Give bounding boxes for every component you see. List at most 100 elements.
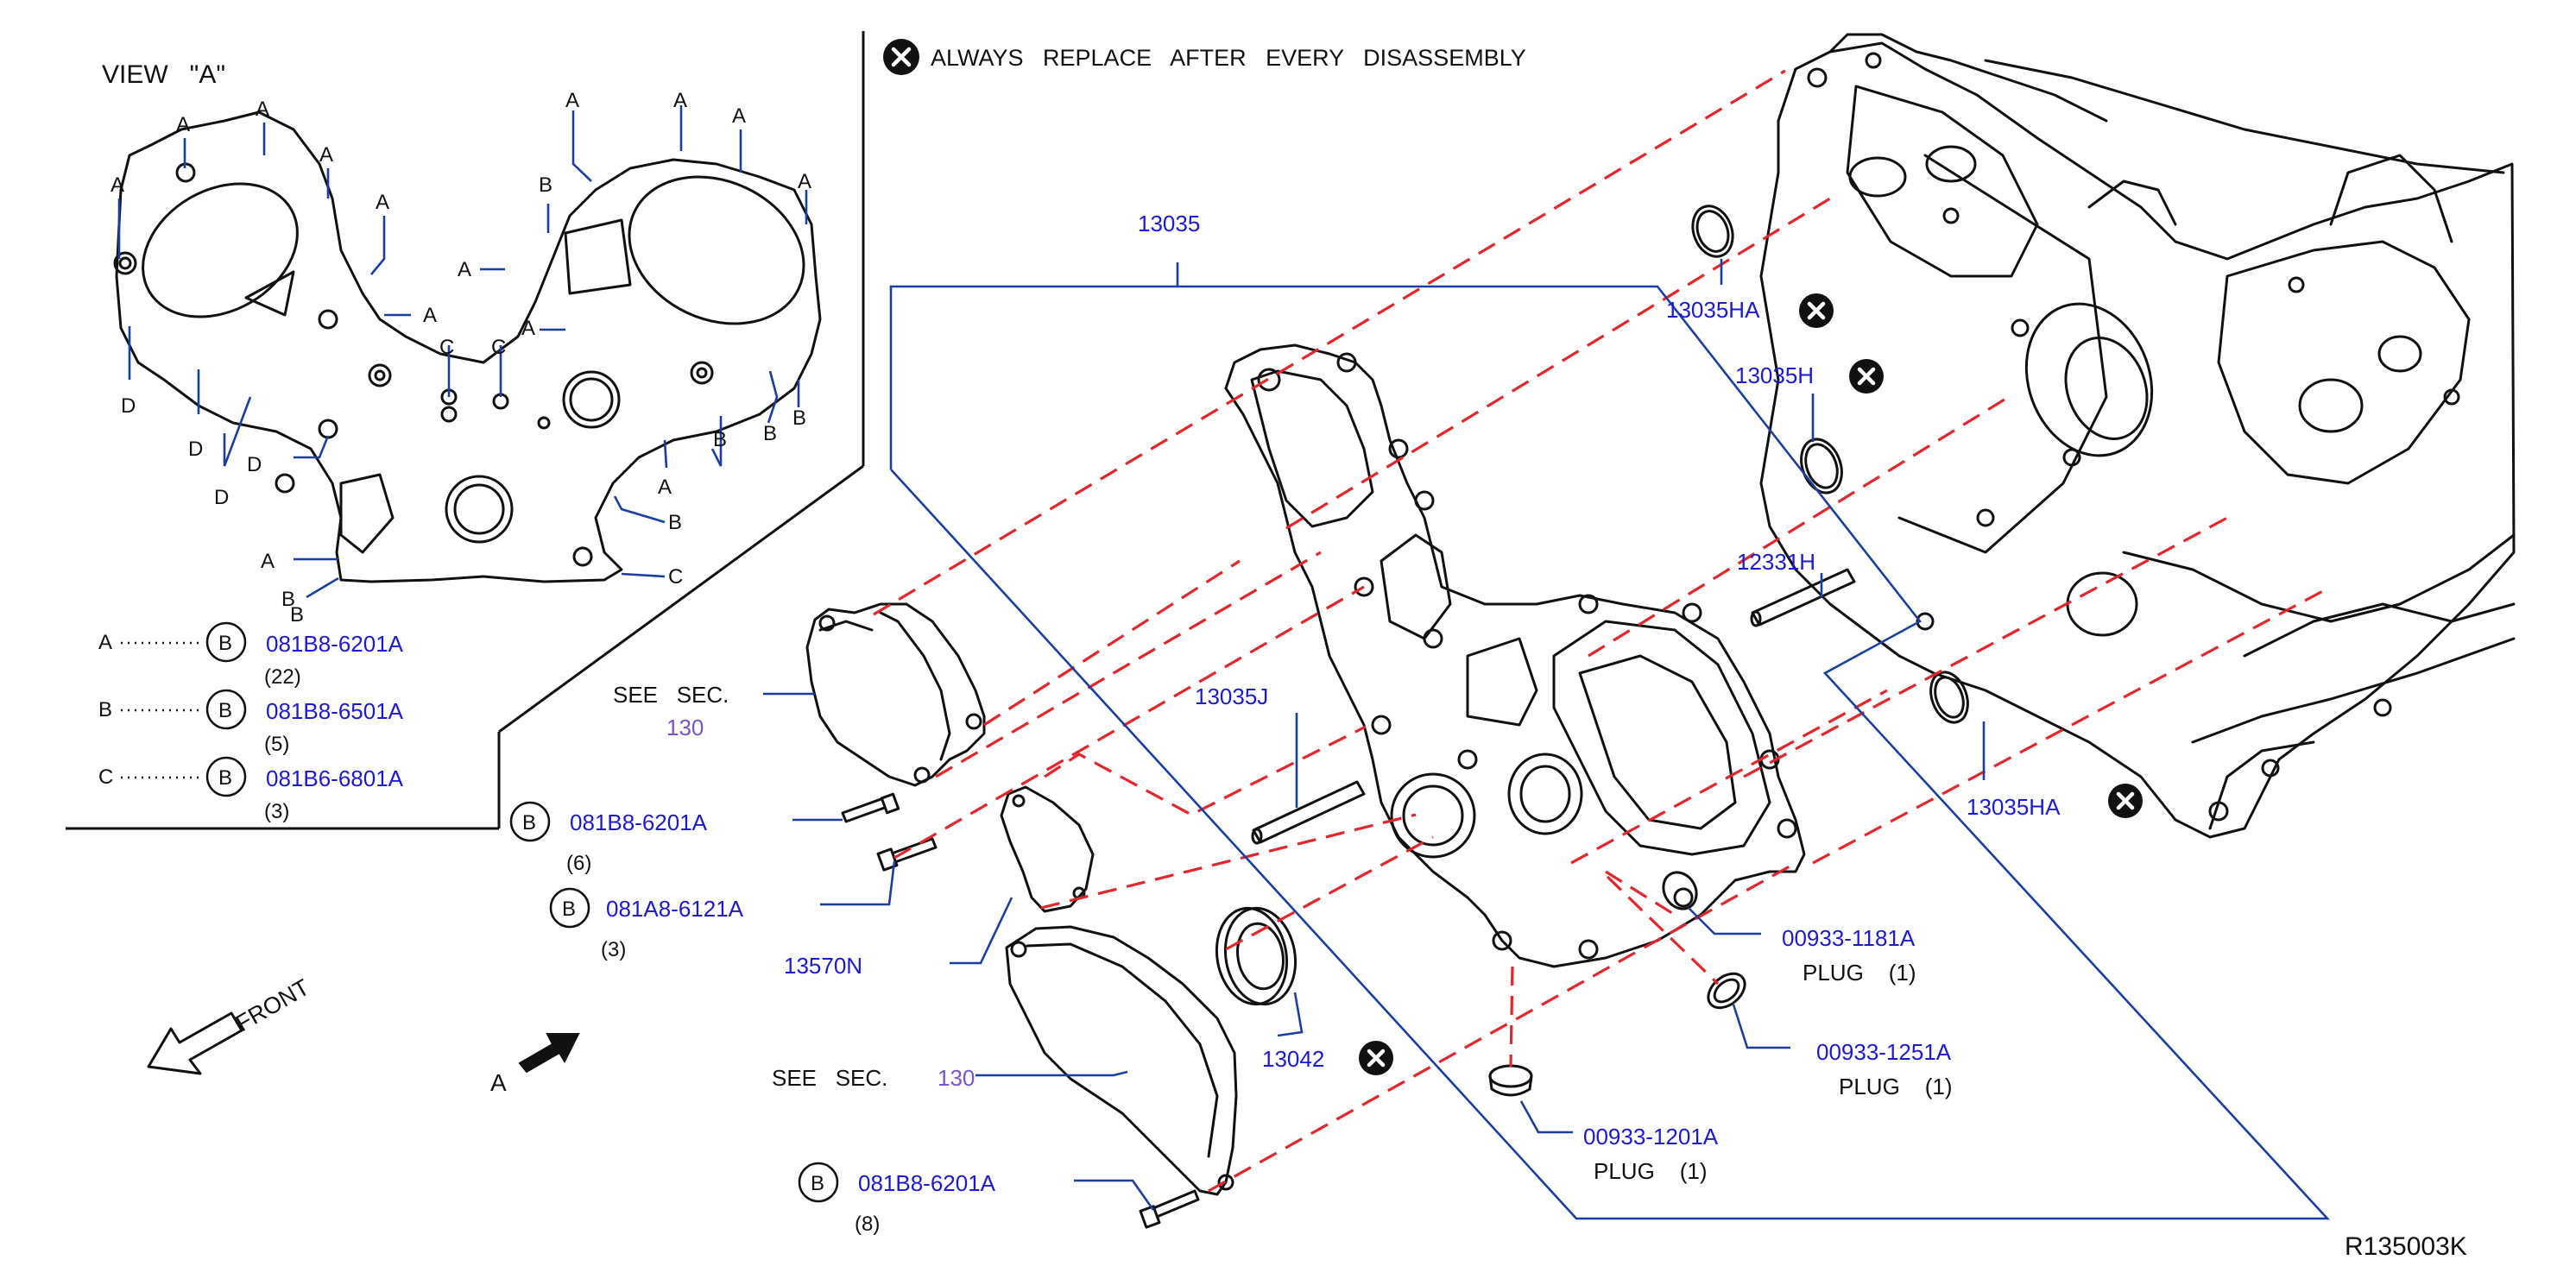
view-a-letter: A bbox=[458, 258, 471, 281]
view-a-key: A B 081B8-6201A (22) B B 081B8-6501A (5)… bbox=[98, 621, 404, 823]
lower-chain-cover bbox=[1005, 925, 1238, 1196]
dowel-13035J bbox=[1251, 780, 1366, 845]
view-a-letter: A bbox=[110, 173, 124, 197]
view-a-letter: A bbox=[376, 191, 389, 214]
front-label: FRONT bbox=[231, 974, 314, 1036]
bolt-part-number: 081B8-6201A bbox=[858, 1170, 996, 1196]
view-a-letter: B bbox=[763, 422, 777, 445]
see-sec-label-lower: SEE SEC. bbox=[772, 1065, 887, 1091]
diagram-code: R135003K bbox=[2345, 1232, 2467, 1261]
view-a-letter: C bbox=[668, 565, 683, 589]
view-a-frame bbox=[66, 31, 865, 830]
view-a-letter: B bbox=[713, 428, 727, 451]
callout-13042: 13042 bbox=[1262, 1046, 1324, 1072]
view-a-cover-outline bbox=[113, 110, 822, 583]
section-ref-upper: 130 bbox=[666, 715, 704, 740]
bolt-part-number: 081A8-6121A bbox=[606, 896, 744, 922]
bolt-callout-2: B 081A8-6121A (3) bbox=[549, 887, 744, 961]
bolt-081B8-6201A-8 bbox=[1139, 1189, 1200, 1229]
callout-plug-1251A: 00933-1251A bbox=[1816, 1039, 1952, 1065]
bolt-081B8-6201A-6 bbox=[841, 792, 900, 823]
see-sec-label-upper: SEE SEC. bbox=[613, 682, 729, 708]
bolt-qty: (6) bbox=[566, 852, 591, 875]
callout-plug-1201A: 00933-1201A bbox=[1583, 1124, 1719, 1150]
view-a-letter: A bbox=[673, 89, 687, 112]
view-a-letter: B bbox=[281, 588, 295, 611]
view-a-letter: B bbox=[792, 406, 806, 430]
bolt-symbol-circle bbox=[549, 887, 590, 929]
bolt-symbol-circle bbox=[205, 756, 247, 797]
bolt-symbol-circle bbox=[509, 801, 551, 842]
section-ref-lower: 130 bbox=[938, 1065, 975, 1091]
engine-block bbox=[1759, 33, 2516, 839]
bolt-symbol-circle bbox=[205, 621, 247, 663]
callout-13570N: 13570N bbox=[784, 953, 862, 979]
bolt-qty: (3) bbox=[601, 938, 626, 961]
oil-seal-13042 bbox=[1215, 906, 1297, 1006]
key-qty: (5) bbox=[264, 733, 289, 756]
key-row-c: C B 081B6-6801A (3) bbox=[98, 756, 404, 823]
assembly-guide-lines bbox=[873, 69, 2332, 1193]
key-circle-letter: B bbox=[218, 766, 232, 790]
view-a-letter: A bbox=[798, 170, 811, 193]
view-a-leaders bbox=[117, 105, 808, 599]
view-a-letter: B bbox=[539, 173, 552, 197]
callout-13035H: 13035H bbox=[1735, 362, 1814, 388]
callout-leaders bbox=[763, 259, 1986, 1211]
x-circle-icon bbox=[2108, 784, 2143, 818]
plug-1181A-label: PLUG (1) bbox=[1803, 960, 1916, 986]
view-a-title: VIEW "A" bbox=[102, 60, 225, 89]
upper-chain-cover bbox=[805, 602, 986, 787]
bolt-callout-3: B 081B8-6201A (8) bbox=[798, 1162, 996, 1236]
view-a-letter: A bbox=[261, 550, 275, 573]
x-circle-icon bbox=[883, 39, 919, 75]
callout-13035: 13035 bbox=[1138, 211, 1200, 236]
bolt-circle-letter: B bbox=[562, 898, 576, 921]
key-circle-letter: B bbox=[218, 699, 232, 722]
bracket-13035 bbox=[889, 262, 2330, 1220]
callout-13035HA-top: 13035HA bbox=[1666, 297, 1760, 323]
x-circle-icon bbox=[1359, 1041, 1393, 1075]
bolt-symbol-circle bbox=[205, 689, 247, 730]
view-a-letter: A bbox=[256, 98, 269, 121]
bolt-callout-1: B 081B8-6201A (6) bbox=[509, 801, 708, 875]
key-part-number: 081B8-6201A bbox=[266, 631, 404, 657]
key-row-a: A B 081B8-6201A (22) bbox=[98, 621, 404, 689]
view-a-letters: A A A A A A A A A A A A A B B B B B B C … bbox=[110, 89, 811, 627]
plug-00933-1201A bbox=[1488, 1064, 1533, 1097]
view-a-arrow: A bbox=[490, 1033, 580, 1096]
view-a-letter: A bbox=[423, 304, 437, 327]
callout-plug-1181A: 00933-1181A bbox=[1782, 925, 1916, 951]
legend: ALWAYS REPLACE AFTER EVERY DISASSEMBLY bbox=[883, 39, 1526, 75]
view-a-letter: D bbox=[214, 486, 229, 509]
callout-13035J: 13035J bbox=[1195, 683, 1268, 709]
plug-00933-1181A bbox=[1662, 871, 1698, 910]
plug-1251A-label: PLUG (1) bbox=[1839, 1074, 1952, 1099]
key-letter: A bbox=[98, 631, 112, 654]
bolt-circle-letter: B bbox=[811, 1172, 824, 1195]
key-part-number: 081B8-6501A bbox=[266, 698, 404, 724]
key-letter: B bbox=[98, 698, 112, 721]
view-a-letter: B bbox=[668, 511, 682, 534]
o-ring-13035HA-top bbox=[1691, 205, 1734, 258]
plug-00933-1251A bbox=[1707, 972, 1746, 1010]
key-part-number: 081B6-6801A bbox=[266, 765, 404, 791]
view-a-letter: C bbox=[439, 336, 454, 359]
legend-text: ALWAYS REPLACE AFTER EVERY DISASSEMBLY bbox=[931, 45, 1526, 71]
view-a-letter: B bbox=[290, 603, 304, 627]
view-a-arrow-label: A bbox=[490, 1069, 507, 1096]
bolt-symbol-circle bbox=[798, 1162, 839, 1203]
view-a-letter: A bbox=[565, 89, 579, 112]
bolt-qty: (8) bbox=[855, 1213, 880, 1236]
key-row-b: B B 081B8-6501A (5) bbox=[98, 689, 404, 756]
bolt-part-number: 081B8-6201A bbox=[570, 809, 708, 835]
replace-markers bbox=[1359, 293, 2143, 1075]
key-qty: (3) bbox=[264, 800, 289, 823]
bolt-081A8-6121A bbox=[876, 837, 938, 872]
view-a-letter: A bbox=[732, 104, 746, 128]
front-cover-13035 bbox=[1224, 343, 1806, 968]
x-circle-icon bbox=[1849, 359, 1884, 394]
plug-1201A-label: PLUG (1) bbox=[1594, 1158, 1707, 1184]
view-a-letter: C bbox=[491, 336, 506, 359]
